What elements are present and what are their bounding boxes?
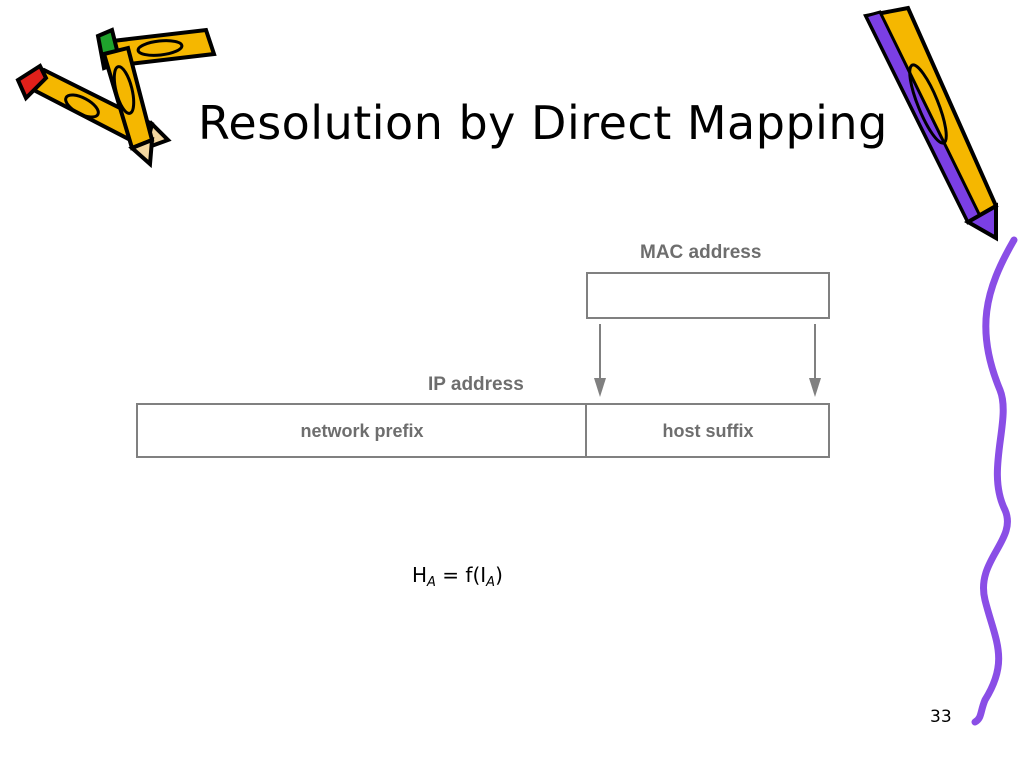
- right-mapping-arrow: [809, 324, 821, 397]
- pencil-left-vertical-icon: [101, 45, 155, 169]
- mac-address-box: [586, 272, 830, 319]
- formula-end: ): [495, 563, 503, 587]
- ip-address-divider: [585, 403, 587, 458]
- host-suffix-label: host suffix: [662, 421, 754, 441]
- slide-title: Resolution by Direct Mapping: [198, 96, 888, 150]
- pencil-right-icon: [863, 5, 999, 242]
- ip-address-label: IP address: [428, 374, 524, 395]
- formula-i-subscript: A: [486, 575, 496, 590]
- page-number: 33: [930, 707, 952, 727]
- mapping-formula: HA = f(IA): [412, 563, 503, 590]
- network-prefix-label: network prefix: [300, 421, 424, 441]
- formula-h: H: [412, 563, 428, 587]
- formula-h-subscript: A: [427, 575, 436, 590]
- mac-address-label: MAC address: [640, 242, 762, 263]
- formula-mid: = f(I: [435, 563, 487, 587]
- squiggle-line-icon: [971, 236, 1018, 726]
- ip-address-box: [136, 403, 830, 458]
- left-mapping-arrow: [594, 324, 606, 397]
